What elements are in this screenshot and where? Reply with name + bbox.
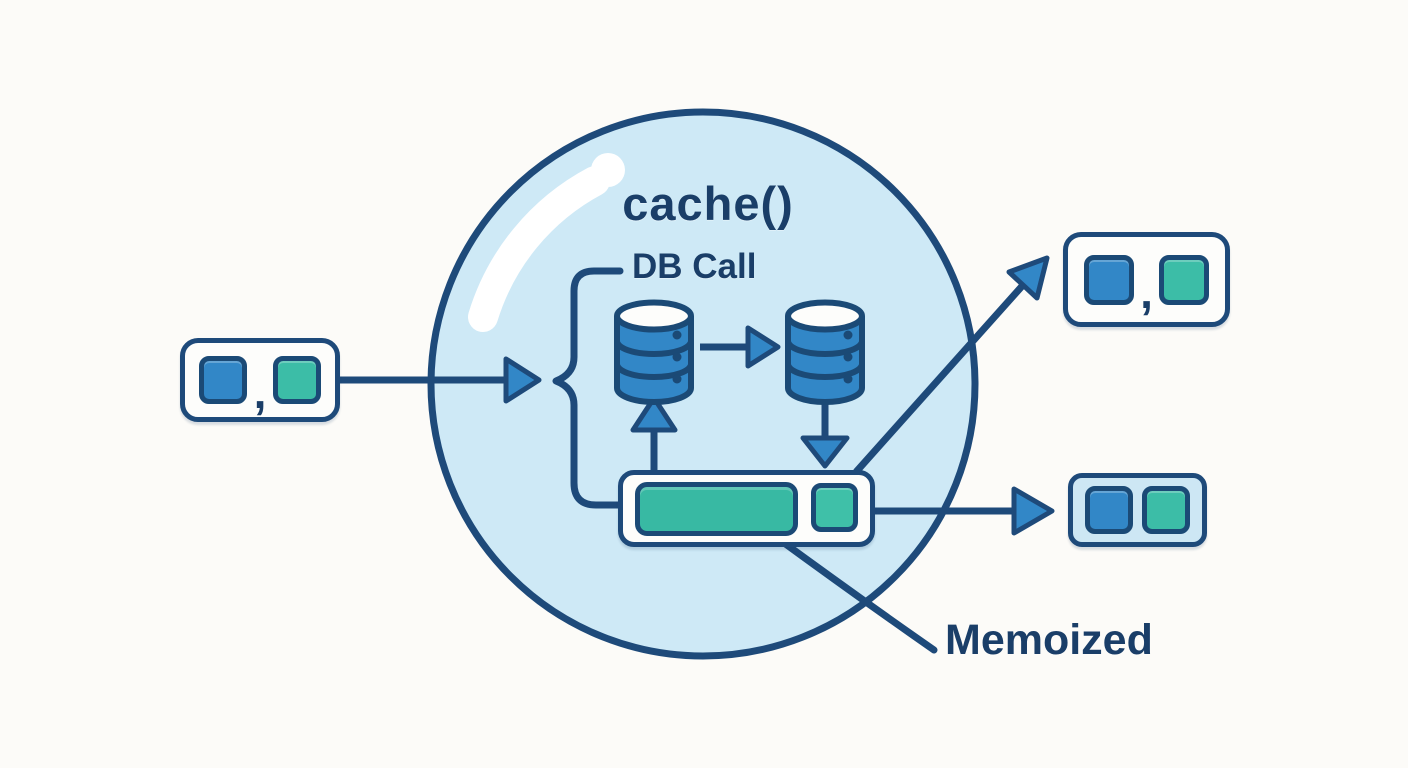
memoized-leader-line [772,533,938,654]
output-comma: , [1140,265,1153,318]
bubble-shine-dot [591,153,625,187]
curly-brace [552,267,624,509]
memo-to-db-arrow-icon [630,395,678,472]
memoized-label: Memoized [945,616,1153,664]
output-green-square [1158,254,1209,305]
output-top-arrow-icon [853,255,1050,475]
cache-function-label: cache() [622,177,794,230]
db-call-label: DB Call [632,247,757,286]
database-icon [785,299,865,405]
memoized-result-box [618,470,875,547]
output-bottom-arrow-icon [870,486,1055,536]
memoized-value-bar [635,481,798,536]
memoized-value-square [811,483,858,532]
bubble-shine-arc [468,166,610,332]
cached-blue-square [1085,486,1133,534]
db-to-db-arrow-icon [700,325,781,369]
input-blue-square [198,356,247,404]
output-tuple-box: , [1063,232,1230,327]
database-icon [614,299,694,405]
cached-output-box [1068,473,1207,547]
cached-green-square [1142,486,1190,534]
input-arrow-icon [336,356,542,404]
output-blue-square [1084,254,1135,305]
input-green-square [273,356,322,404]
input-comma: , [253,366,267,418]
input-tuple-box: , [180,338,340,422]
